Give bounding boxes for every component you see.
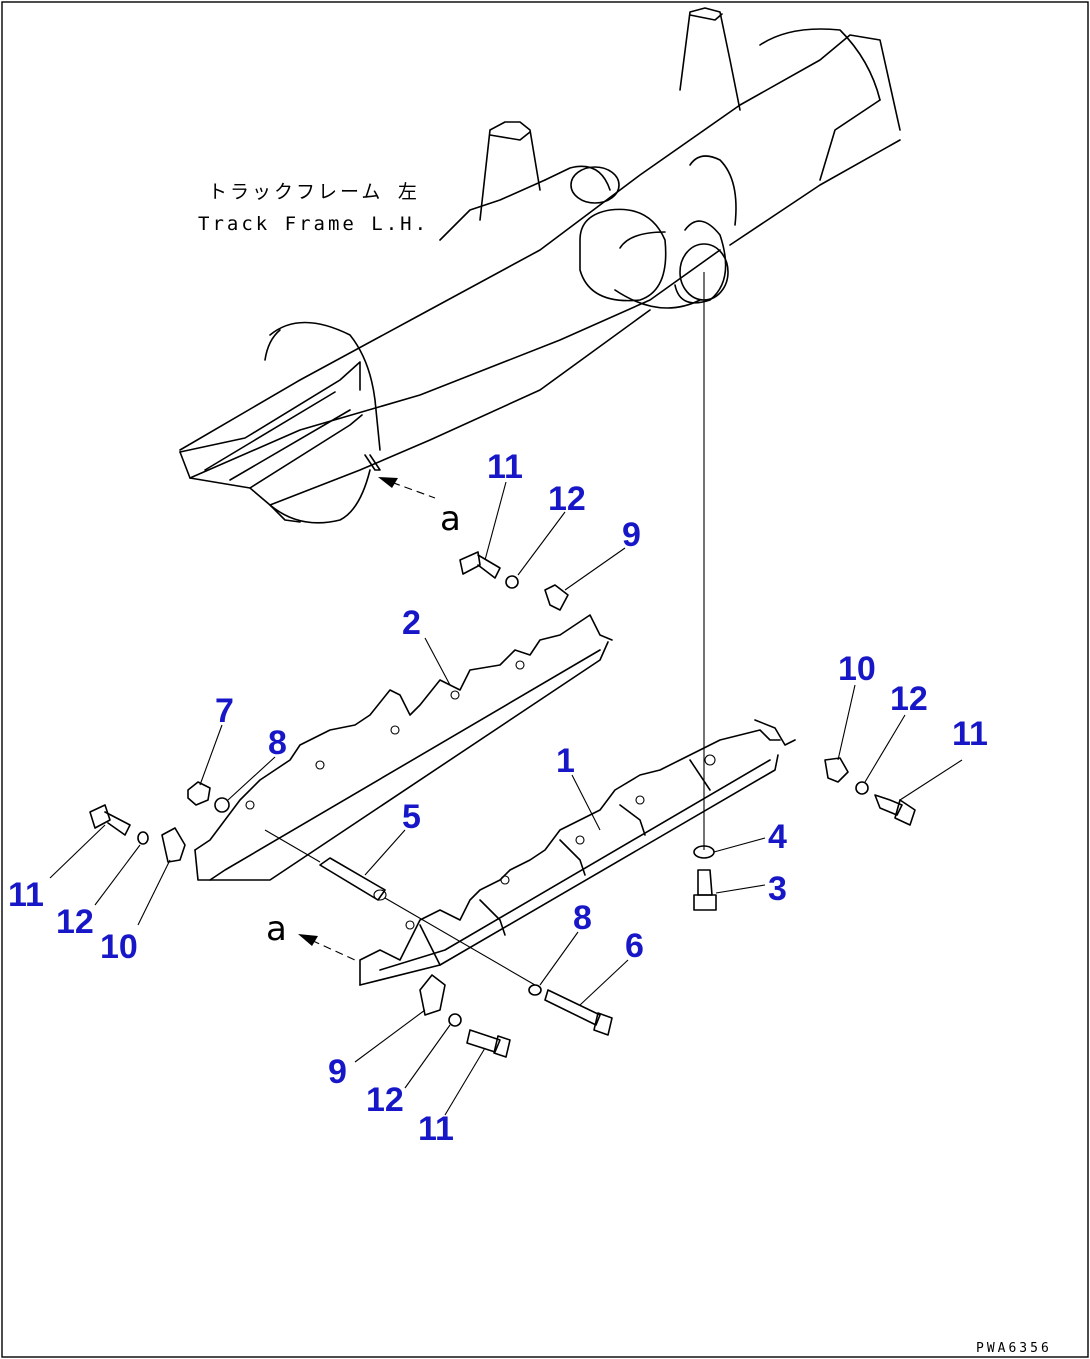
plate-9-top: [544, 584, 569, 611]
washer-12-bottom: [448, 1013, 462, 1027]
track-frame: [179, 7, 901, 524]
plate-10-left: [161, 827, 186, 863]
callout-3: 3: [768, 870, 787, 908]
callout-8: 8: [268, 724, 287, 762]
callout-11: 11: [418, 1110, 454, 1148]
callout-2: 2: [402, 604, 421, 642]
callout-11: 11: [952, 715, 988, 753]
callout-12: 12: [56, 903, 94, 941]
callout-10: 10: [100, 928, 138, 966]
washer-8-bottom: [528, 984, 542, 996]
drawing-code: PWA6356: [976, 1341, 1052, 1356]
bolt-11-right: [874, 794, 916, 826]
view-label-upper: a: [440, 499, 461, 539]
washer-12-left: [137, 831, 149, 845]
callout-8: 8: [573, 899, 592, 937]
callout-4: 4: [768, 818, 787, 856]
bolt-3: [693, 869, 717, 911]
bolt-11-top: [459, 551, 501, 579]
view-arrow-lower: [298, 934, 356, 961]
washer-8-left: [214, 797, 230, 813]
callout-9: 9: [622, 516, 641, 554]
callout-11: 11: [487, 448, 523, 486]
frame-label-jp: トラックフレーム 左: [208, 181, 420, 203]
bolt-11-bottom: [466, 1029, 511, 1058]
callout-12: 12: [890, 680, 928, 718]
frame-label-en: Track Frame L.H.: [198, 213, 429, 235]
leader-lines: [49, 481, 963, 1116]
callout-6: 6: [625, 927, 644, 965]
callout-1: 1: [556, 742, 575, 780]
plate-9-bottom: [419, 974, 446, 1016]
bolt-6: [544, 989, 613, 1036]
callout-5: 5: [402, 798, 421, 836]
view-arrow-upper: [378, 477, 436, 499]
callout-7: 7: [215, 692, 234, 730]
guard-1: [359, 719, 796, 986]
guard-2: [194, 614, 613, 881]
washer-12-top: [505, 575, 519, 589]
callout-11: 11: [8, 876, 44, 914]
callout-12: 12: [548, 480, 586, 518]
washer-12-right: [855, 781, 869, 795]
callout-12: 12: [366, 1081, 404, 1119]
callout-10: 10: [838, 650, 876, 688]
view-label-lower: a: [266, 909, 287, 949]
spacer-5: [264, 829, 536, 986]
bolt-11-left: [89, 804, 131, 836]
nut-7: [187, 781, 211, 806]
plate-10-right: [824, 757, 849, 783]
callout-9: 9: [328, 1053, 347, 1091]
